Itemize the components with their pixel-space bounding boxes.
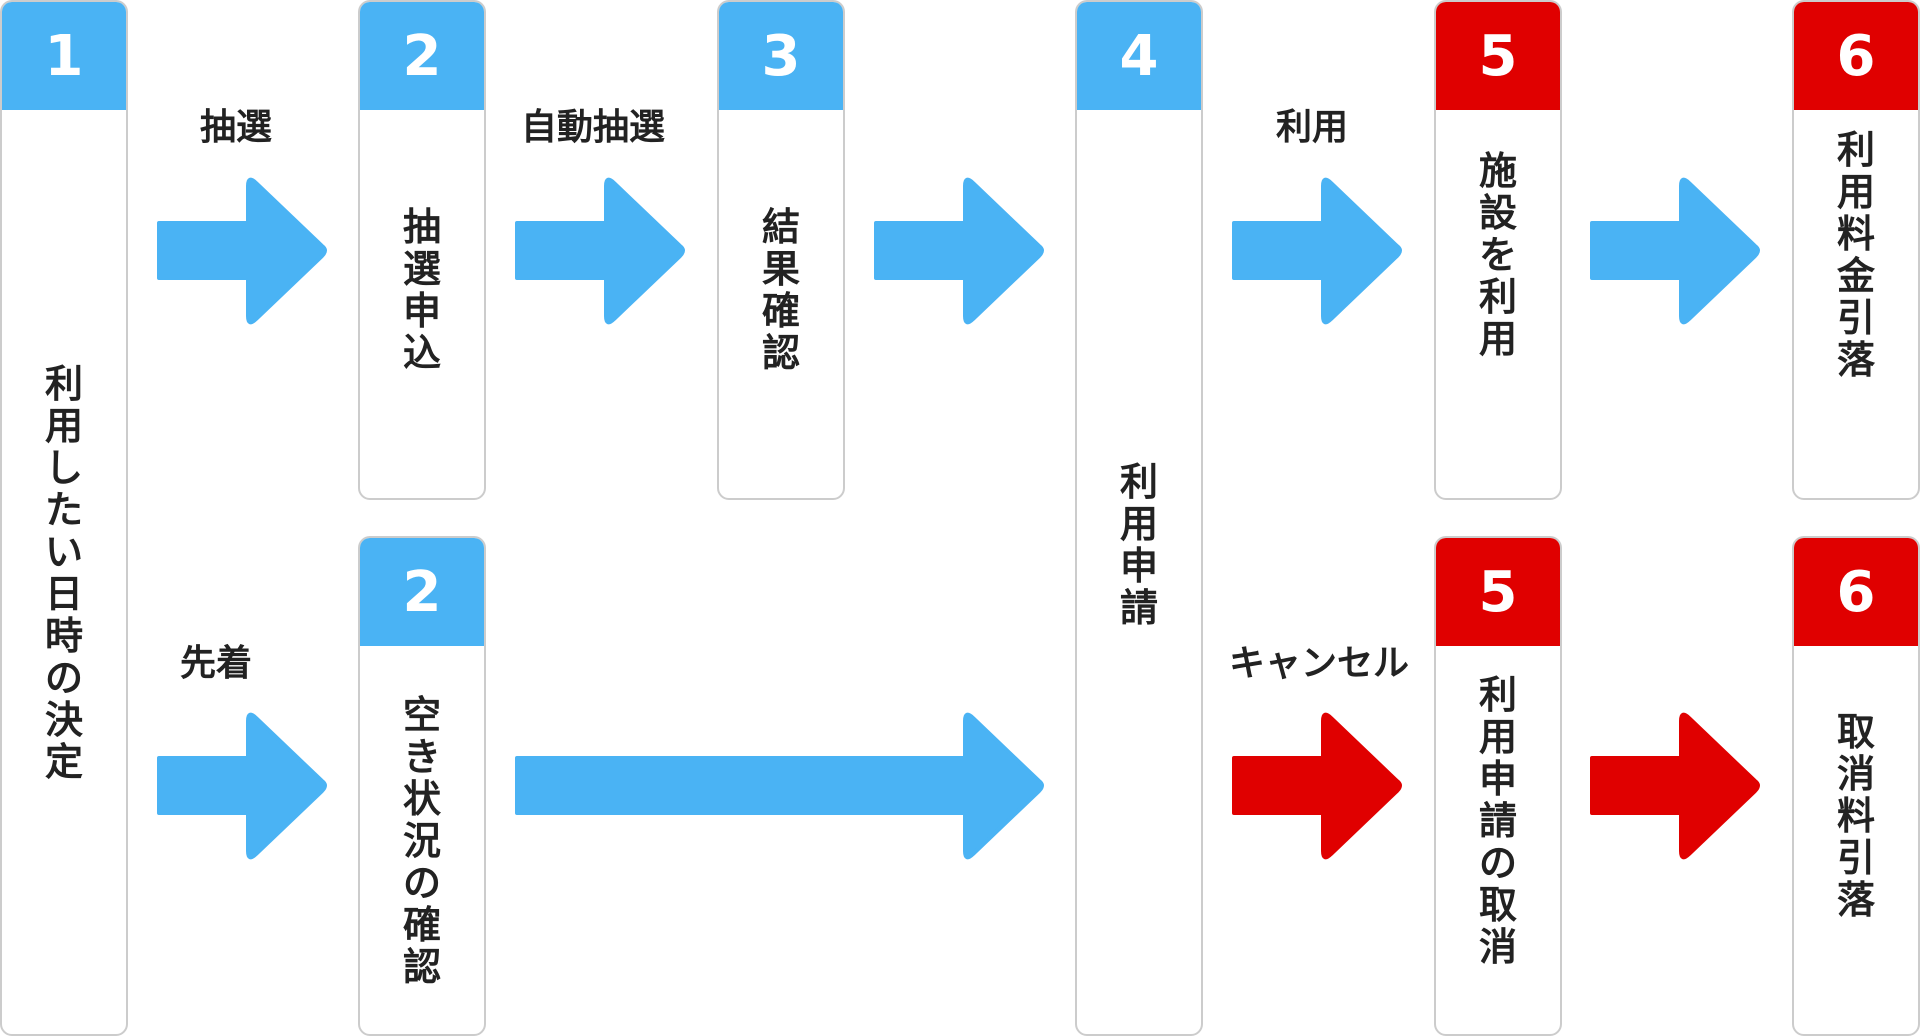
card-step6-cancel-fee-debit: 6 取消料引落 [1792,536,1920,1036]
step-text-char: た [44,488,83,532]
step-number: 5 [1436,2,1560,110]
label-cancel: キャンセル [1229,643,1410,684]
step-text-char: し [44,446,83,490]
step-text-char: 設 [1478,191,1517,235]
label-auto-lottery: 自動抽選 [521,107,666,148]
step-text-char: 料 [1836,794,1875,838]
step-text-char: 利 [44,362,83,406]
card-step3-result-check: 3 結果確認 [717,0,845,500]
step-number: 4 [1077,2,1201,110]
step-number: 5 [1436,538,1560,646]
step-text-char: 認 [402,945,441,989]
step-text-char: 消 [1478,925,1517,969]
step-text-char: 認 [761,331,800,375]
step-text-char: 日 [44,572,83,616]
step-text-char: 込 [402,331,441,375]
step-text: 利用申請 [1077,110,1201,980]
step-text-char: 申 [402,289,441,333]
card-step6-fee-debit: 6 利用料金引落 [1792,0,1920,500]
step-text: 利用申請の取消 [1436,646,1560,996]
step-text-char: の [44,656,83,700]
step-text-char: 取 [1478,883,1517,927]
step-text-char: 利 [1478,275,1517,319]
label-lottery: 抽選 [200,107,273,148]
step-text-char: 用 [44,404,83,448]
step-text-char: 請 [1478,799,1517,843]
step-text: 取消料引落 [1794,646,1918,986]
step-text-char: 状 [402,777,441,821]
arrow-right-icon [1590,177,1760,325]
arrow-right-icon [1590,712,1760,860]
step-text: 利用料金引落 [1794,110,1918,400]
step-text-char: 取 [1836,710,1875,754]
label-use: 利用 [1276,107,1349,148]
step-text-char: 申 [1478,757,1517,801]
step-text-char: 結 [761,205,800,249]
card-step2-lottery-apply: 2 抽選申込 [358,0,486,500]
step-number: 6 [1794,2,1918,110]
step-text-char: 施 [1478,149,1517,193]
step-text: 結果確認 [719,110,843,470]
step-text-char: 金 [1836,254,1875,298]
step-text-char: い [44,530,83,574]
step-text-char: 果 [761,247,800,291]
step-text-char: き [402,735,441,779]
step-text-char: 利 [1478,673,1517,717]
arrow-right-icon [874,177,1044,325]
step-text-char: 況 [402,819,441,863]
step-text-char: 空 [402,693,441,737]
step-text-char: 利 [1836,128,1875,172]
step-number: 1 [2,2,126,110]
step-number: 2 [360,538,484,646]
step-number: 2 [360,2,484,110]
step-text-char: 時 [44,614,83,658]
arrow-right-icon [1232,177,1402,325]
arrow-right-icon [515,177,685,325]
step-text-char: 用 [1478,715,1517,759]
step-text-char: 落 [1836,338,1875,382]
card-step5-use-facility: 5 施設を利用 [1434,0,1562,500]
step-text: 施設を利用 [1436,110,1560,400]
card-step4-use-application: 4 利用申請 [1075,0,1203,1036]
step-text-char: 確 [402,903,441,947]
step-text-char: 抽 [402,205,441,249]
step-text-char: 引 [1836,296,1875,340]
step-text-char: 申 [1119,544,1158,588]
step-text-char: 確 [761,289,800,333]
arrow-right-icon [1232,712,1402,860]
step-text-char: 引 [1836,836,1875,880]
step-text-char: 決 [44,698,83,742]
step-number: 3 [719,2,843,110]
card-step5-cancel-application: 5 利用申請の取消 [1434,536,1562,1036]
step-text-char: の [402,861,441,905]
label-first-come: 先着 [180,643,253,684]
card-step1-decide-date: 1 利用したい日時の決定 [0,0,128,1036]
step-text-char: 用 [1836,170,1875,214]
step-text-char: 料 [1836,212,1875,256]
step-text-char: 定 [44,740,83,784]
arrow-right-icon [157,177,327,325]
step-text: 空き状況の確認 [360,646,484,1034]
step-text-char: 用 [1478,317,1517,361]
step-number: 6 [1794,538,1918,646]
step-text-char: 選 [402,247,441,291]
step-text: 抽選申込 [360,110,484,470]
arrow-right-icon [157,712,327,860]
step-text-char: 利 [1119,460,1158,504]
step-text-char: 消 [1836,752,1875,796]
step-text-char: 請 [1119,586,1158,630]
step-text-char: の [1478,841,1517,885]
step-text-char: 落 [1836,878,1875,922]
step-text-char: 用 [1119,502,1158,546]
step-text: 利用したい日時の決定 [2,110,126,1034]
step-text-char: を [1478,233,1517,277]
arrow-right-icon [515,712,1044,860]
card-step2-check-availability: 2 空き状況の確認 [358,536,486,1036]
